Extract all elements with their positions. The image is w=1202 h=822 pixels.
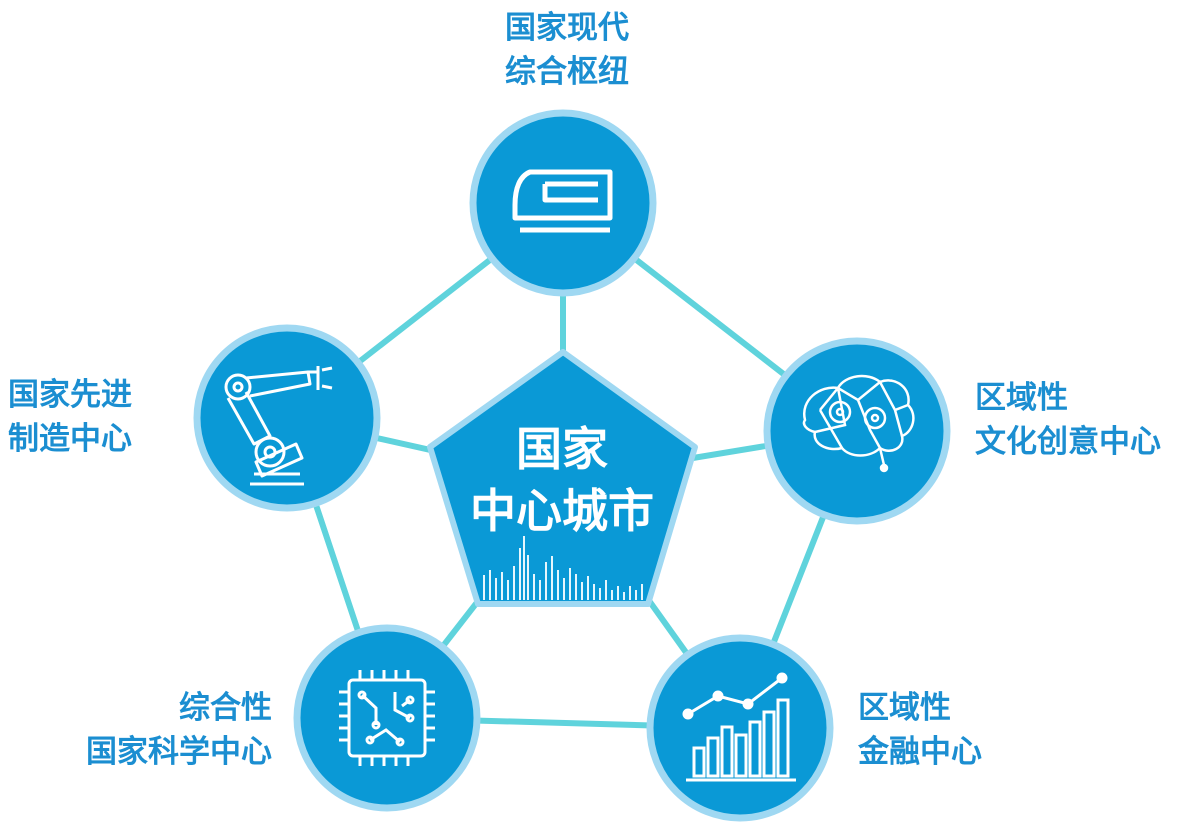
label-science-line1: 综合性 bbox=[179, 690, 272, 726]
center-title-line1: 国家 bbox=[516, 422, 608, 476]
node-science bbox=[293, 624, 481, 812]
label-culture-line1: 区域性 bbox=[975, 380, 1068, 416]
train-icon bbox=[512, 169, 613, 233]
brain-gears-icon bbox=[802, 374, 915, 473]
center-pentagon bbox=[427, 349, 698, 607]
center-title: 国家 中心城市 bbox=[440, 418, 684, 542]
label-culture: 区域性 文化创意中心 bbox=[975, 376, 1161, 464]
label-manufacturing-line1: 国家先进 bbox=[8, 377, 132, 413]
node-manufacturing bbox=[193, 324, 381, 512]
center-title-line2: 中心城市 bbox=[470, 484, 654, 538]
label-science-line2: 国家科学中心 bbox=[86, 734, 272, 770]
robot-arm-icon bbox=[224, 366, 333, 486]
label-hub-line1: 国家现代 bbox=[505, 10, 629, 46]
node-hub bbox=[469, 109, 657, 297]
label-finance: 区域性 金融中心 bbox=[858, 686, 982, 774]
node-culture bbox=[763, 337, 951, 525]
label-finance-line2: 金融中心 bbox=[858, 734, 982, 770]
chip-icon bbox=[339, 670, 435, 766]
label-finance-line1: 区域性 bbox=[858, 690, 951, 726]
label-culture-line2: 文化创意中心 bbox=[975, 424, 1161, 460]
skyline-icon bbox=[483, 536, 643, 600]
bar-chart-icon bbox=[682, 672, 796, 782]
label-manufacturing-line2: 制造中心 bbox=[8, 421, 132, 457]
label-hub-line2: 综合枢纽 bbox=[505, 54, 629, 90]
label-manufacturing: 国家先进 制造中心 bbox=[8, 373, 132, 461]
label-hub: 国家现代 综合枢纽 bbox=[492, 6, 642, 94]
node-finance bbox=[646, 634, 834, 822]
label-science: 综合性 国家科学中心 bbox=[40, 686, 272, 774]
